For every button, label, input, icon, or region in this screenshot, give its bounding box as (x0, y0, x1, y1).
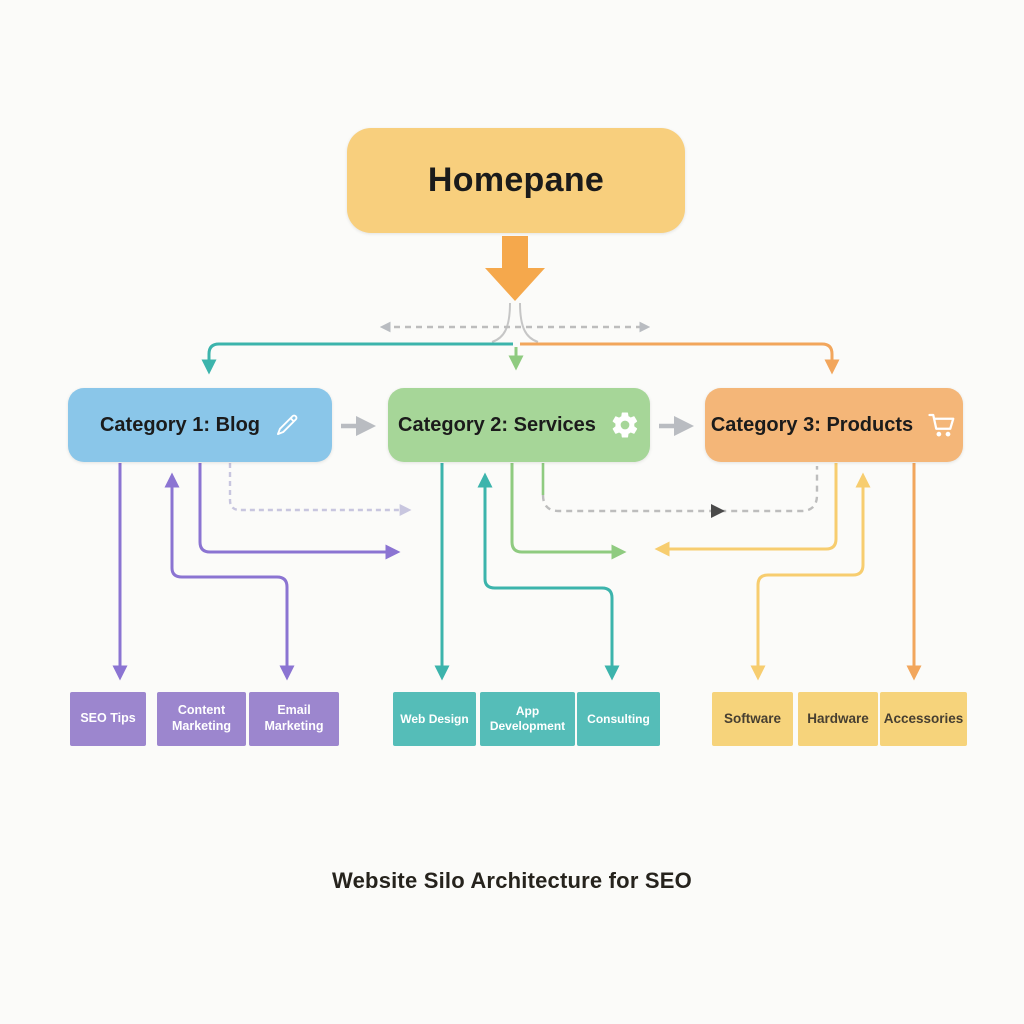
blog-dashed-cross-link (228, 463, 412, 516)
dashed-link-dark-arrowhead (711, 504, 725, 518)
subpage-label: Hardware (807, 710, 869, 726)
subpage-app-development: App Development (480, 692, 575, 746)
diagram-caption: Website Silo Architecture for SEO (332, 868, 692, 893)
category-services-node: Category 2: Services (388, 388, 650, 462)
subpage-consulting: Consulting (577, 692, 660, 746)
split-funnel-right (519, 302, 539, 343)
subpage-content-marketing: Content Marketing (157, 692, 246, 746)
category-services-label: Category 2: Services (398, 413, 596, 436)
branch-to-blog (201, 342, 513, 375)
pencil-icon (276, 414, 298, 436)
category-blog-label: Category 1: Blog (99, 413, 261, 436)
services-cross-link-line (510, 463, 627, 560)
subpage-label: Accessories (883, 710, 964, 726)
subpage-accessories: Accessories (880, 692, 967, 746)
subpage-label: Email Marketing (264, 703, 324, 733)
homepage-node: Homepane (347, 128, 685, 233)
branch-to-products (520, 342, 840, 375)
products-software-two-way-line (750, 472, 871, 681)
products-cross-link-line (654, 463, 838, 557)
homepage-down-arrow (485, 236, 545, 301)
subpage-label: Software (723, 710, 781, 726)
subpage-seo-tips: SEO Tips (70, 692, 146, 746)
subpage-label: SEO Tips (80, 711, 136, 726)
services-consulting-two-way-line (477, 472, 620, 681)
subpage-software: Software (712, 692, 793, 746)
gear-icon (612, 412, 638, 438)
subpage-hardware: Hardware (798, 692, 878, 746)
split-funnel-left (491, 302, 511, 343)
subpage-label: Consulting (587, 711, 650, 726)
category-products-node: Category 3: Products (705, 388, 963, 462)
subpage-web-design: Web Design (393, 692, 476, 746)
blog-email-marketing-two-way-line (164, 472, 295, 681)
services-to-products-dashed-link (541, 466, 819, 513)
category-products-label: Category 3: Products (710, 413, 914, 436)
homepage-label: Homepane (427, 161, 605, 199)
subpage-email-marketing: Email Marketing (249, 692, 339, 746)
subpage-label: App Development (489, 704, 566, 733)
blog-cross-link-line (198, 463, 401, 560)
subpage-label: Web Design (400, 711, 469, 726)
cart-icon (928, 413, 955, 437)
subpage-label: Content Marketing (171, 703, 232, 733)
category-blog-node: Category 1: Blog (68, 388, 332, 462)
